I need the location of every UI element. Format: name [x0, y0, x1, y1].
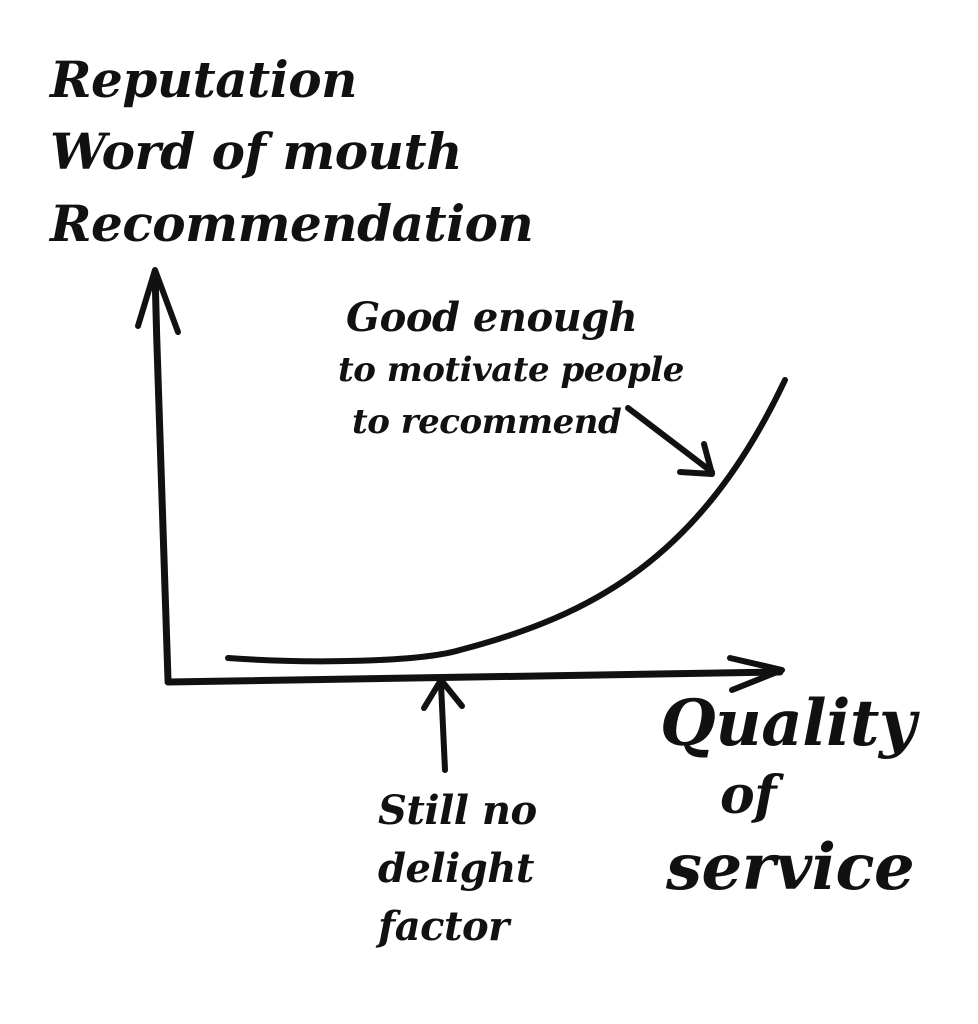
y-axis-arrowhead: [135, 267, 181, 335]
x-axis-line: [164, 668, 784, 686]
good-enough-line-2: to motivate people: [338, 350, 684, 390]
good-enough-arrowhead: [677, 441, 715, 477]
y-axis-label-line-2: Word of mouth: [50, 122, 462, 181]
y-axis-label: Reputation Word of mouth Recommendation: [50, 44, 534, 260]
still-no-arrowhead: [421, 677, 465, 711]
x-axis-label-line-3: service: [666, 830, 915, 905]
still-no-delight-annotation: Still no delight factor: [378, 782, 537, 956]
x-axis-arrowhead: [727, 655, 785, 693]
still-no-arrow: [438, 681, 448, 773]
still-no-line-2: delight: [378, 845, 534, 892]
y-axis-label-line-3: Recommendation: [50, 194, 534, 253]
still-no-line-1: Still no: [378, 787, 537, 834]
x-axis-label-line-1: Quality: [660, 686, 916, 761]
x-axis-label-line-2: of: [720, 765, 777, 826]
y-axis-line: [151, 268, 172, 684]
x-axis-label: Quality of service: [660, 688, 916, 904]
good-enough-arrow: [625, 405, 715, 475]
good-enough-line-3: to recommend: [352, 402, 622, 442]
good-enough-line-1: Good enough: [346, 294, 638, 341]
y-axis-label-line-1: Reputation: [50, 50, 357, 109]
reputation-curve: [225, 377, 788, 665]
good-enough-annotation: Good enough to motivate people to recomm…: [338, 292, 684, 448]
still-no-line-3: factor: [378, 903, 509, 950]
